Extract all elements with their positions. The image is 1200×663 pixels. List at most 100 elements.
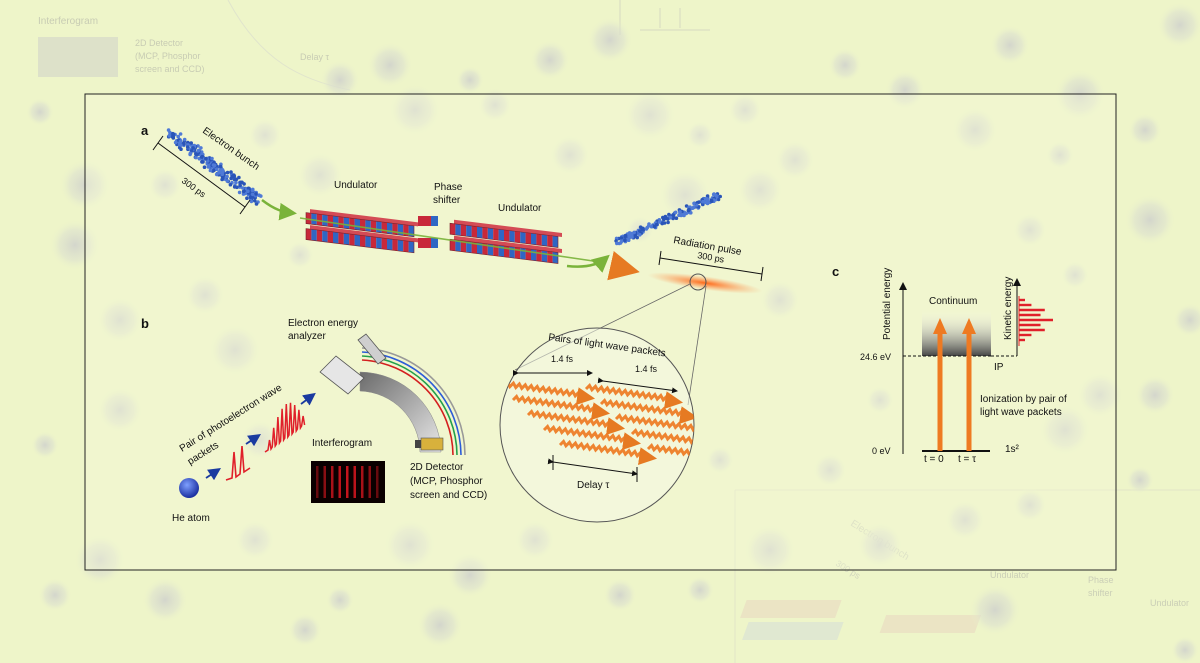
detector-block: [421, 438, 443, 450]
background-blob: [603, 578, 637, 612]
undulator-1-label: Undulator: [334, 180, 378, 191]
magnet-red: [371, 221, 376, 233]
magnet-red: [371, 237, 376, 249]
magnet-blue: [311, 229, 316, 241]
electron: [234, 181, 238, 185]
electron: [706, 198, 710, 202]
background-blob: [1173, 303, 1200, 337]
electron: [706, 202, 710, 206]
ghost-interferogram: Interferogram: [38, 16, 98, 27]
magnet-red: [317, 230, 322, 242]
analyzer-label-1: Electron energy: [288, 318, 358, 329]
magnet-blue: [365, 236, 370, 248]
electron: [229, 183, 233, 187]
ionization-arrow-shaft-2: [967, 332, 972, 451]
interferogram-label: Interferogram: [312, 438, 372, 449]
spacing-1-label: 1.4 fs: [551, 354, 574, 364]
magnet-blue: [376, 221, 381, 233]
electron: [251, 189, 255, 193]
electron: [186, 145, 190, 149]
background-blob: [1157, 2, 1200, 48]
magnet-blue: [398, 240, 403, 252]
light-packet-arrow: [627, 442, 635, 443]
electron: [245, 196, 249, 200]
background-blob: [1128, 113, 1162, 147]
magnet-blue: [553, 252, 558, 264]
fringe: [324, 466, 327, 498]
magnet-blue: [455, 224, 460, 236]
background-blob: [38, 578, 72, 612]
he-atom-label: He atom: [172, 513, 210, 524]
electron: [197, 149, 201, 153]
electron: [627, 238, 631, 242]
electron: [635, 236, 639, 240]
ghost-magnet-3: [880, 615, 982, 633]
phase-shifter-label-1: Phase: [434, 182, 463, 193]
ionization-label-2: light wave packets: [980, 407, 1062, 418]
electron: [249, 196, 253, 200]
electron: [710, 199, 714, 203]
electron: [675, 216, 679, 220]
background-blob: [990, 25, 1030, 65]
electron: [632, 231, 636, 235]
electron: [714, 194, 718, 198]
background-blob: [367, 42, 413, 88]
magnet-red: [493, 229, 498, 241]
magnet-blue: [387, 223, 392, 235]
background-blob: [288, 613, 322, 647]
fringe: [331, 466, 334, 498]
electron: [237, 176, 241, 180]
phase-shifter-label-2: shifter: [433, 195, 461, 206]
magnet-blue: [509, 231, 514, 243]
electron: [189, 152, 193, 156]
fringe: [354, 466, 357, 498]
electron: [642, 228, 646, 232]
ghost-magnet-2: [742, 622, 844, 640]
magnet-blue: [344, 233, 349, 245]
he-atom: [179, 478, 199, 498]
ip-label: IP: [994, 362, 1004, 373]
detector-lead: [415, 440, 421, 448]
magnet-red: [360, 235, 365, 247]
ghost-axis: [620, 0, 710, 35]
fringe: [346, 466, 349, 498]
magnet-blue: [365, 220, 370, 232]
potential-energy-label: Potential energy: [882, 268, 893, 340]
magnet-red: [338, 217, 343, 229]
electron: [246, 189, 250, 193]
electron: [655, 223, 659, 227]
electron: [233, 185, 237, 189]
ip-energy-label: 24.6 eV: [860, 352, 891, 362]
electron: [638, 229, 642, 233]
background-blob: [326, 586, 354, 614]
fringe: [339, 466, 342, 498]
electron: [624, 235, 628, 239]
magnet-red: [461, 225, 466, 237]
magnet-blue: [542, 235, 547, 247]
ghost-magnet-1: [740, 600, 842, 618]
magnet-blue: [333, 232, 338, 244]
magnet-blue: [542, 251, 547, 263]
magnet-red: [450, 223, 455, 235]
magnet-red: [392, 239, 397, 251]
ttau-label: t = τ: [958, 454, 976, 465]
electron: [242, 182, 246, 186]
electron: [254, 192, 258, 196]
analyzer-label-2: analyzer: [288, 331, 326, 342]
magnet-red: [504, 230, 509, 242]
electron: [213, 164, 217, 168]
background-blob: [530, 40, 570, 80]
electron: [630, 235, 634, 239]
electron: [209, 169, 213, 173]
panel-c-letter: c: [832, 264, 839, 279]
detector-label-1: 2D Detector: [410, 462, 464, 473]
magnet-blue: [553, 236, 558, 248]
magnet-blue: [531, 249, 536, 261]
electron: [219, 165, 223, 169]
electron: [678, 210, 682, 214]
electron: [701, 200, 705, 204]
magnet-blue: [466, 225, 471, 237]
magnet-red: [526, 233, 531, 245]
electron: [666, 221, 670, 225]
